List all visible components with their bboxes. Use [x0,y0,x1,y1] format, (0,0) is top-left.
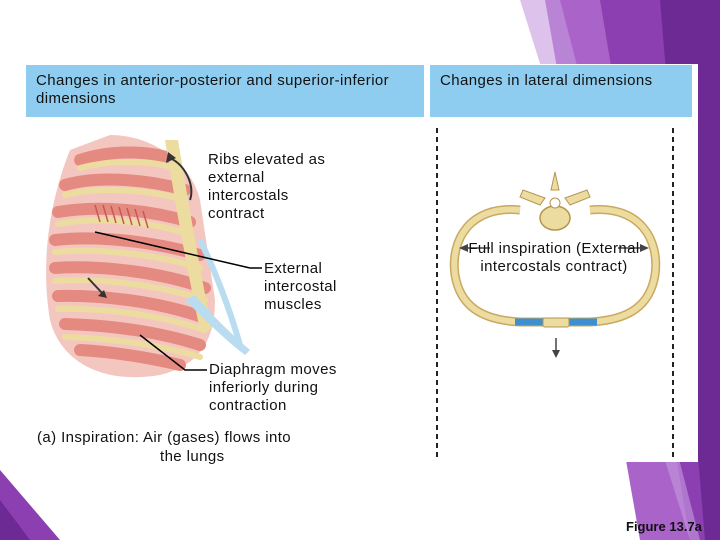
leader-diaphragm [139,334,207,371]
figure-caption: (a) Inspiration: Air (gases) flows into … [37,428,291,466]
header-anterior-posterior: Changes in anterior-posterior and superi… [26,65,424,117]
label-external-intercostal: External intercostal muscles [264,260,337,313]
caption-line-1: (a) Inspiration: Air (gases) flows into [37,429,292,446]
label-full-inspiration: Full inspiration (External intercostals … [468,240,640,275]
caption-line-2: the lungs [160,448,225,465]
ribcage-side-view [46,135,250,378]
label-ribs-elevated: Ribs elevated as external intercostals c… [208,151,326,222]
header-lateral: Changes in lateral dimensions [430,65,692,117]
figure-reference: Figure 13.7a [626,519,702,534]
label-diaphragm: Diaphragm moves inferiorly during contra… [209,361,337,414]
transverse-rib-view [449,171,661,358]
leader-external-intercostal [94,231,262,269]
